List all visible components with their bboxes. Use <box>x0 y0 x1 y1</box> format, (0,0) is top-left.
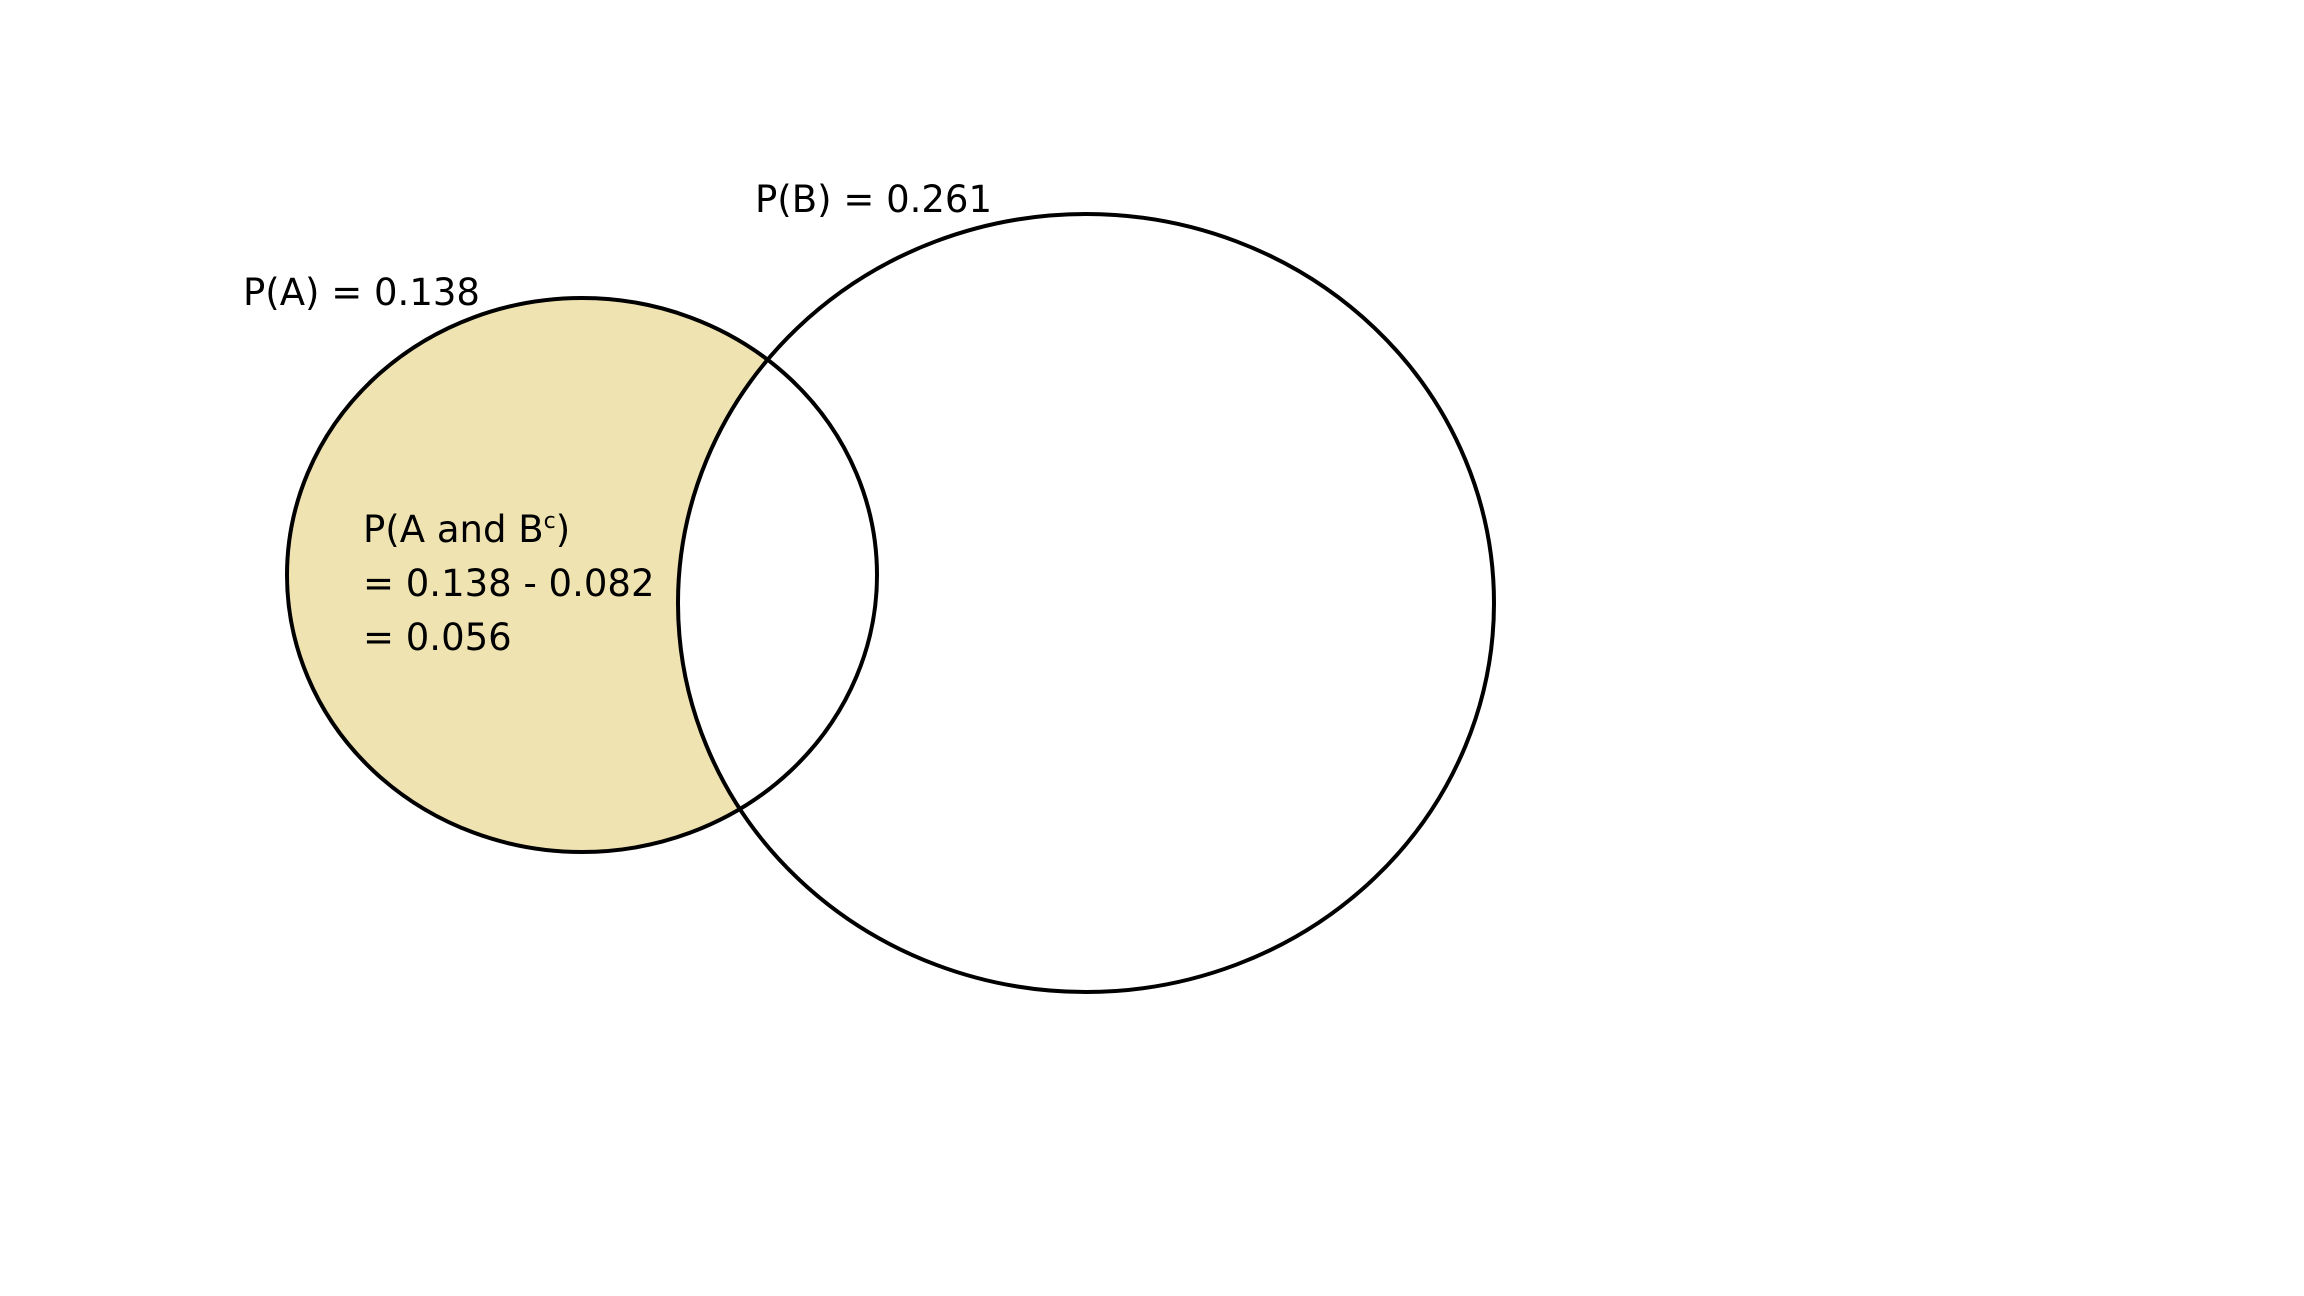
region-label-line1: P(A and Bc) <box>363 508 570 551</box>
complement-superscript: c <box>544 509 556 534</box>
set-b-label: P(B) = 0.261 <box>755 178 992 221</box>
set-b-circle <box>676 212 1496 994</box>
set-a-label: P(A) = 0.138 <box>243 271 480 314</box>
a-only-region <box>287 298 877 852</box>
region-label-line1-suffix: ) <box>556 508 570 551</box>
region-label-line1-prefix: P(A and B <box>363 508 544 551</box>
region-label-line2: = 0.138 - 0.082 <box>363 562 654 605</box>
region-label-line3: = 0.056 <box>363 616 512 659</box>
set-a-circle <box>285 296 879 854</box>
